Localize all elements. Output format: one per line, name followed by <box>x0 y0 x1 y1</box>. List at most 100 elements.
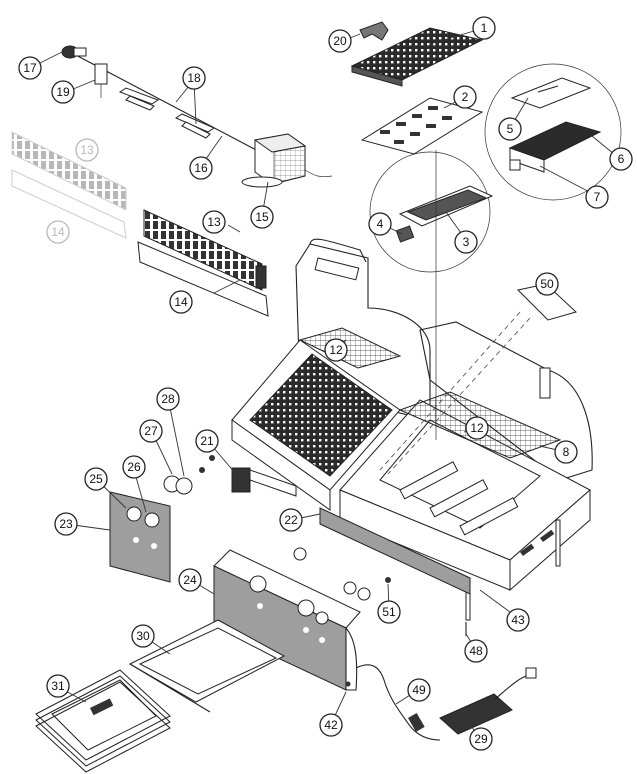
svg-text:14: 14 <box>174 295 188 309</box>
left-firebox <box>231 339 401 511</box>
callout-12-left: 12 <box>324 338 348 362</box>
side-burner-panel <box>109 491 171 583</box>
svg-text:12: 12 <box>470 421 484 435</box>
callout-13: 13 <box>202 210 226 234</box>
svg-text:51: 51 <box>382 605 396 619</box>
callout-8: 8 <box>554 440 578 464</box>
callout-48: 48 <box>464 639 488 663</box>
svg-text:19: 19 <box>56 85 70 99</box>
callout-4: 4 <box>368 212 392 236</box>
svg-text:30: 30 <box>136 629 150 643</box>
callout-1: 1 <box>472 16 496 40</box>
guide-line <box>379 311 521 471</box>
callout-15: 15 <box>250 205 274 229</box>
control-panel-22 <box>319 507 471 595</box>
svg-text:4: 4 <box>377 217 384 231</box>
svg-text:23: 23 <box>59 517 73 531</box>
knob-bezels <box>163 455 215 495</box>
rear-infrared-burner <box>508 121 602 173</box>
svg-text:43: 43 <box>511 613 525 627</box>
svg-text:50: 50 <box>540 277 554 291</box>
svg-text:25: 25 <box>89 472 103 486</box>
svg-text:21: 21 <box>200 434 214 448</box>
svg-text:24: 24 <box>183 573 197 587</box>
svg-text:26: 26 <box>127 460 141 474</box>
svg-text:49: 49 <box>412 683 426 697</box>
warming-rack-faded <box>11 131 127 239</box>
callout-31: 31 <box>46 674 70 698</box>
callout-26: 26 <box>122 455 146 479</box>
svg-text:13: 13 <box>207 215 221 229</box>
guide-line <box>387 317 531 475</box>
callout-16: 16 <box>189 156 213 180</box>
spit-handle <box>61 45 87 59</box>
svg-text:28: 28 <box>161 392 175 406</box>
callout-27: 27 <box>139 419 163 443</box>
rotisserie-motor <box>241 133 333 188</box>
callout-28: 28 <box>156 387 180 411</box>
svg-text:17: 17 <box>23 61 37 75</box>
svg-text:1: 1 <box>481 21 488 35</box>
callout-3: 3 <box>454 230 478 254</box>
svg-text:3: 3 <box>463 235 470 249</box>
svg-text:8: 8 <box>563 445 570 459</box>
callout-14-faded: 14 <box>46 220 70 244</box>
callout-24: 24 <box>178 568 202 592</box>
callout-18: 18 <box>182 66 206 90</box>
svg-text:31: 31 <box>51 679 65 693</box>
callout-7: 7 <box>585 185 609 209</box>
svg-text:18: 18 <box>187 71 201 85</box>
spit-fork-left <box>118 87 160 111</box>
callout-42: 42 <box>319 713 343 737</box>
svg-text:14: 14 <box>51 225 65 239</box>
callout-51: 51 <box>377 600 401 624</box>
callout-30: 30 <box>131 624 155 648</box>
side-vents <box>519 529 555 557</box>
svg-text:7: 7 <box>594 190 601 204</box>
grate-lifter <box>359 21 389 41</box>
spit-fork-right <box>174 113 216 139</box>
callout-43: 43 <box>506 608 530 632</box>
callout-50: 50 <box>535 272 559 296</box>
callout-49: 49 <box>407 678 431 702</box>
callout-22: 22 <box>279 508 303 532</box>
svg-text:2: 2 <box>462 90 469 104</box>
svg-text:48: 48 <box>469 644 483 658</box>
svg-text:13: 13 <box>80 143 94 157</box>
rear-burner-detail-circle <box>484 63 622 201</box>
grease-tray <box>128 619 286 713</box>
svg-text:29: 29 <box>474 732 488 746</box>
right-firebox <box>339 399 591 621</box>
callout-21: 21 <box>195 429 219 453</box>
power-cord <box>355 664 537 741</box>
svg-text:27: 27 <box>144 424 158 438</box>
callout-6: 6 <box>609 147 633 171</box>
burner-detail-circle <box>369 151 491 273</box>
callout-23: 23 <box>54 512 78 536</box>
left-hood <box>295 238 431 421</box>
callout-19: 19 <box>51 80 75 104</box>
svg-text:6: 6 <box>618 152 625 166</box>
warming-rack <box>137 209 269 317</box>
front-panel-24 <box>213 549 361 691</box>
cooking-grate <box>350 27 484 87</box>
rear-burner-cover <box>510 77 592 109</box>
callout-12-right: 12 <box>465 416 489 440</box>
callout-25: 25 <box>84 467 108 491</box>
svg-text:42: 42 <box>324 718 338 732</box>
right-hood <box>419 321 593 481</box>
valve-manifold <box>231 467 297 497</box>
svg-text:22: 22 <box>284 513 298 527</box>
callout-20: 20 <box>328 29 352 53</box>
svg-text:15: 15 <box>255 210 269 224</box>
flame-tamer <box>360 97 484 155</box>
callout-13-faded: 13 <box>75 138 99 162</box>
spit-collar <box>94 63 108 98</box>
callout-14: 14 <box>169 290 193 314</box>
loose-knobs <box>293 547 391 601</box>
rotisserie-spit <box>61 45 333 188</box>
svg-text:5: 5 <box>507 122 514 136</box>
callout-17: 17 <box>18 56 42 80</box>
burner-tube <box>395 185 494 243</box>
